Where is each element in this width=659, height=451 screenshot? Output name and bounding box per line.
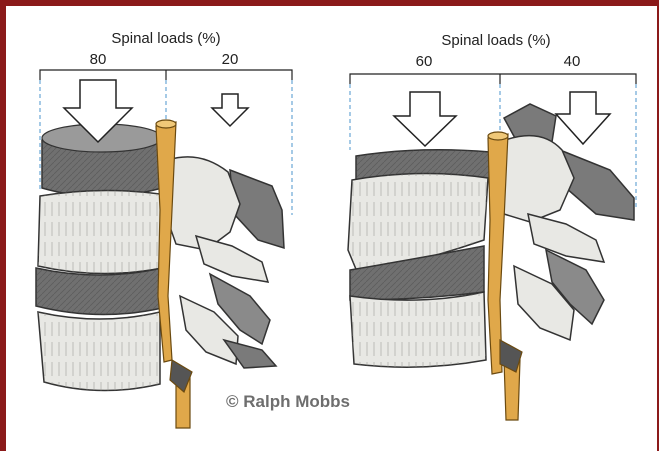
right-front-load-arrow xyxy=(394,92,456,146)
left-panel-title: Spinal loads (%) xyxy=(111,30,220,47)
right-back-load-value: 40 xyxy=(564,53,581,70)
left-back-load-value: 20 xyxy=(222,51,239,68)
right-back-load-arrow xyxy=(556,92,610,144)
left-front-load-value: 80 xyxy=(90,51,107,68)
right-load-bracket xyxy=(350,74,636,84)
right-vertebral-column xyxy=(348,150,492,367)
right-posterior-elements xyxy=(496,104,634,340)
left-vertebral-column xyxy=(36,124,162,391)
right-panel-title: Spinal loads (%) xyxy=(441,32,550,49)
left-posterior-elements xyxy=(164,157,284,368)
left-back-load-arrow xyxy=(212,94,248,126)
right-front-load-value: 60 xyxy=(416,53,433,70)
right-panel: Spinal loads (%) 60 40 xyxy=(348,32,636,420)
left-load-bracket xyxy=(40,70,292,80)
left-panel: Spinal loads (%) 80 20 xyxy=(36,30,292,428)
copyright-notice: © Ralph Mobbs xyxy=(226,392,350,411)
